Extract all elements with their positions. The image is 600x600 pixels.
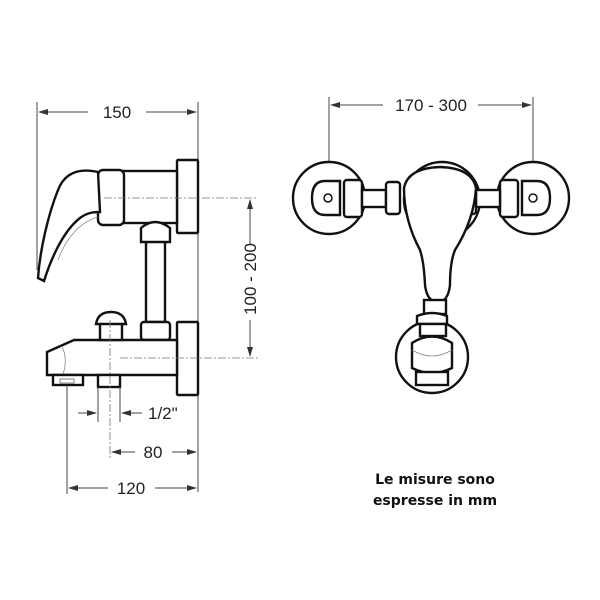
dim-80: 80: [144, 443, 163, 462]
spout-body: [45, 338, 179, 377]
lever-handle: [36, 169, 102, 283]
front-view: 170 - 300: [291, 96, 571, 395]
note-line-2: espresse in mm: [372, 493, 498, 509]
dim-120: 120: [117, 479, 145, 498]
dim-half-inch: 1/2": [148, 404, 178, 423]
dim-150: 150: [103, 103, 131, 122]
diverter-knob: [94, 310, 128, 326]
note-line-1: Le misure sono: [375, 472, 495, 488]
side-view: 150 100 - 200 1/2": [36, 102, 260, 498]
dim-100-200: 100 - 200: [241, 243, 260, 315]
lever-front: [402, 165, 478, 304]
dim-170-300: 170 - 300: [395, 96, 467, 115]
units-note: Le misure sono espresse in mm: [350, 470, 520, 512]
